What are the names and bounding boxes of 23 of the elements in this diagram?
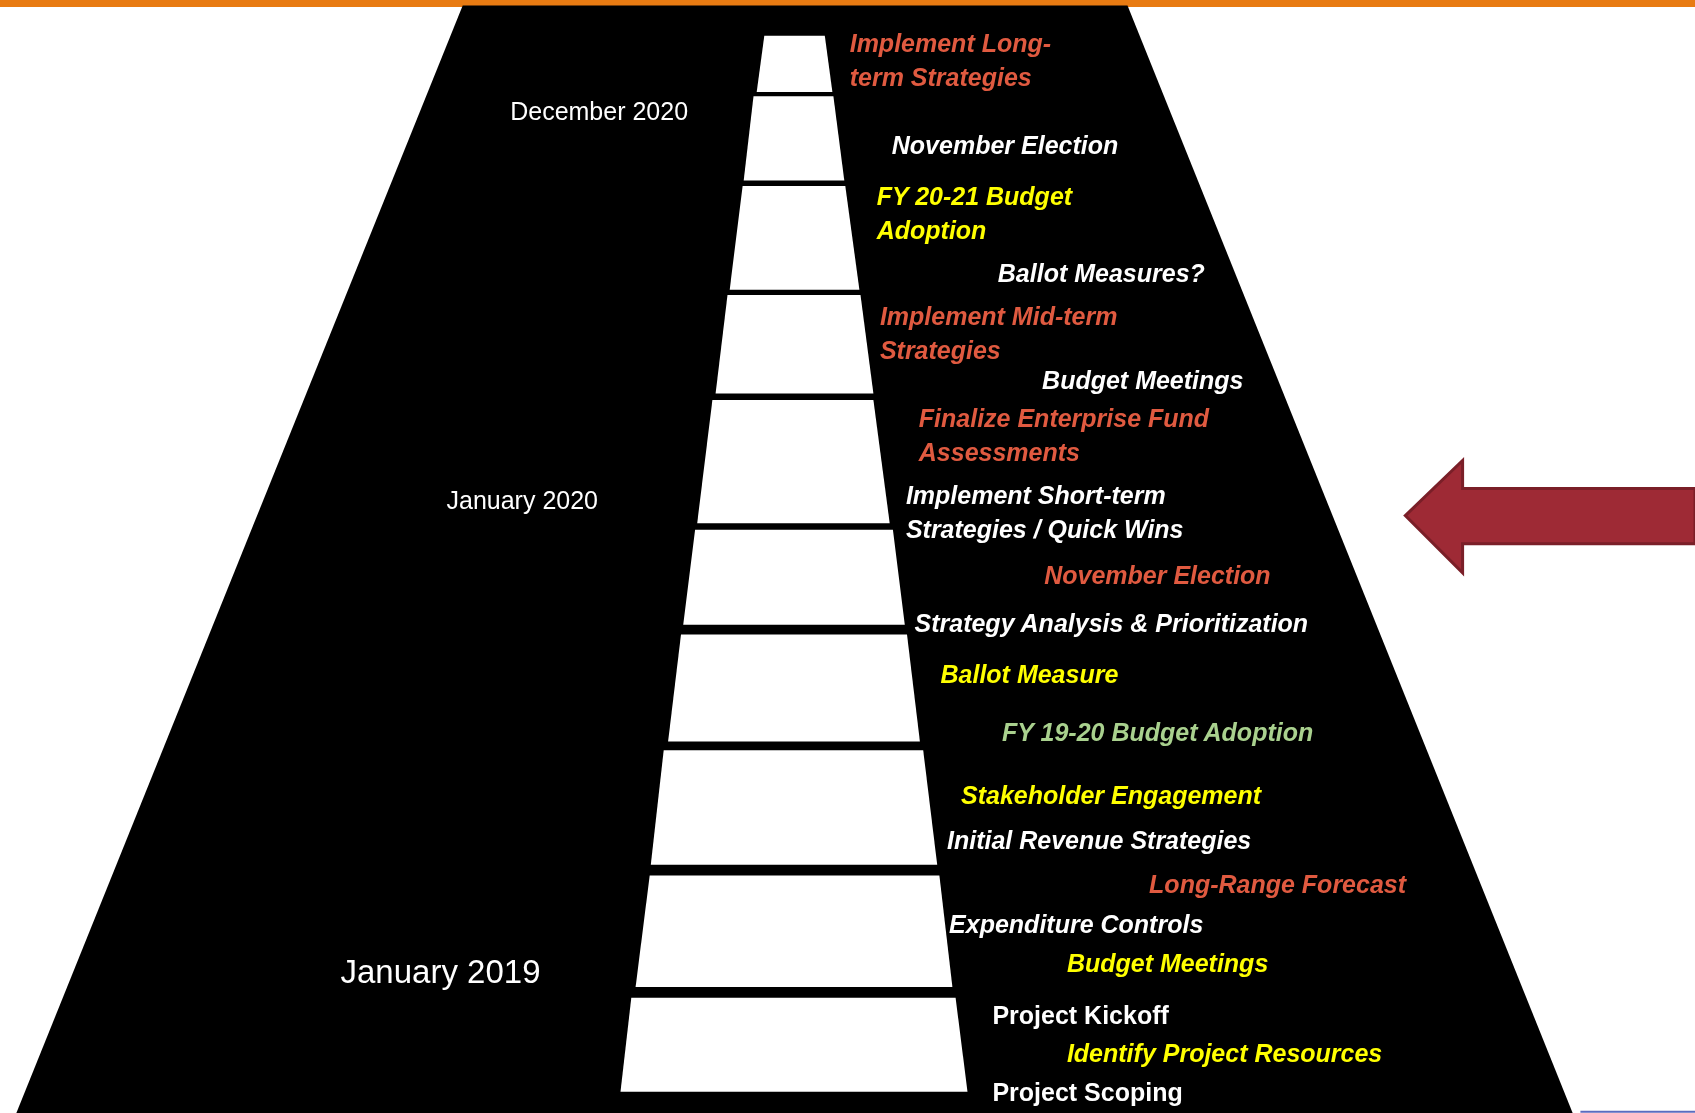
milestone-label: Budget Meetings [1066,947,1269,979]
milestone-label: Long-Range Forecast [1149,869,1407,900]
milestone-label: Finalize Enterprise Fund Assessments [918,403,1211,468]
milestone-label: Implement Long-term Strategies [849,27,1053,93]
milestone-label: Implement Short-term Strategies / Quick Wins [905,479,1185,545]
milestone-label: Identify Project Resources [1066,1037,1383,1069]
milestone-label: Expenditure Controls [949,909,1204,940]
date-label: January 2019 [340,953,541,992]
date-label: December 2020 [510,97,689,127]
milestone-label: Project Kickoff [992,999,1169,1031]
milestone-label: Implement Mid-term Strategies [879,301,1119,367]
milestone-label: Strategy Analysis & Prioritization [914,608,1309,640]
milestone-label: Ballot Measure [940,659,1119,691]
milestone-label: November Election [891,129,1119,161]
milestone-label: Project Scoping [992,1076,1183,1108]
milestone-label: November Election [1044,559,1271,591]
date-label: January 2020 [446,486,598,516]
milestone-label: Stakeholder Engagement [961,780,1262,812]
milestone-label: Initial Revenue Strategies [947,824,1252,856]
milestone-label: FY 20-21 Budget Adoption [876,181,1074,247]
milestone-label: Budget Meetings [1042,365,1244,397]
milestone-label: FY 19-20 Budget Adoption [1002,716,1314,748]
milestone-label: Ballot Measures? [997,258,1205,290]
